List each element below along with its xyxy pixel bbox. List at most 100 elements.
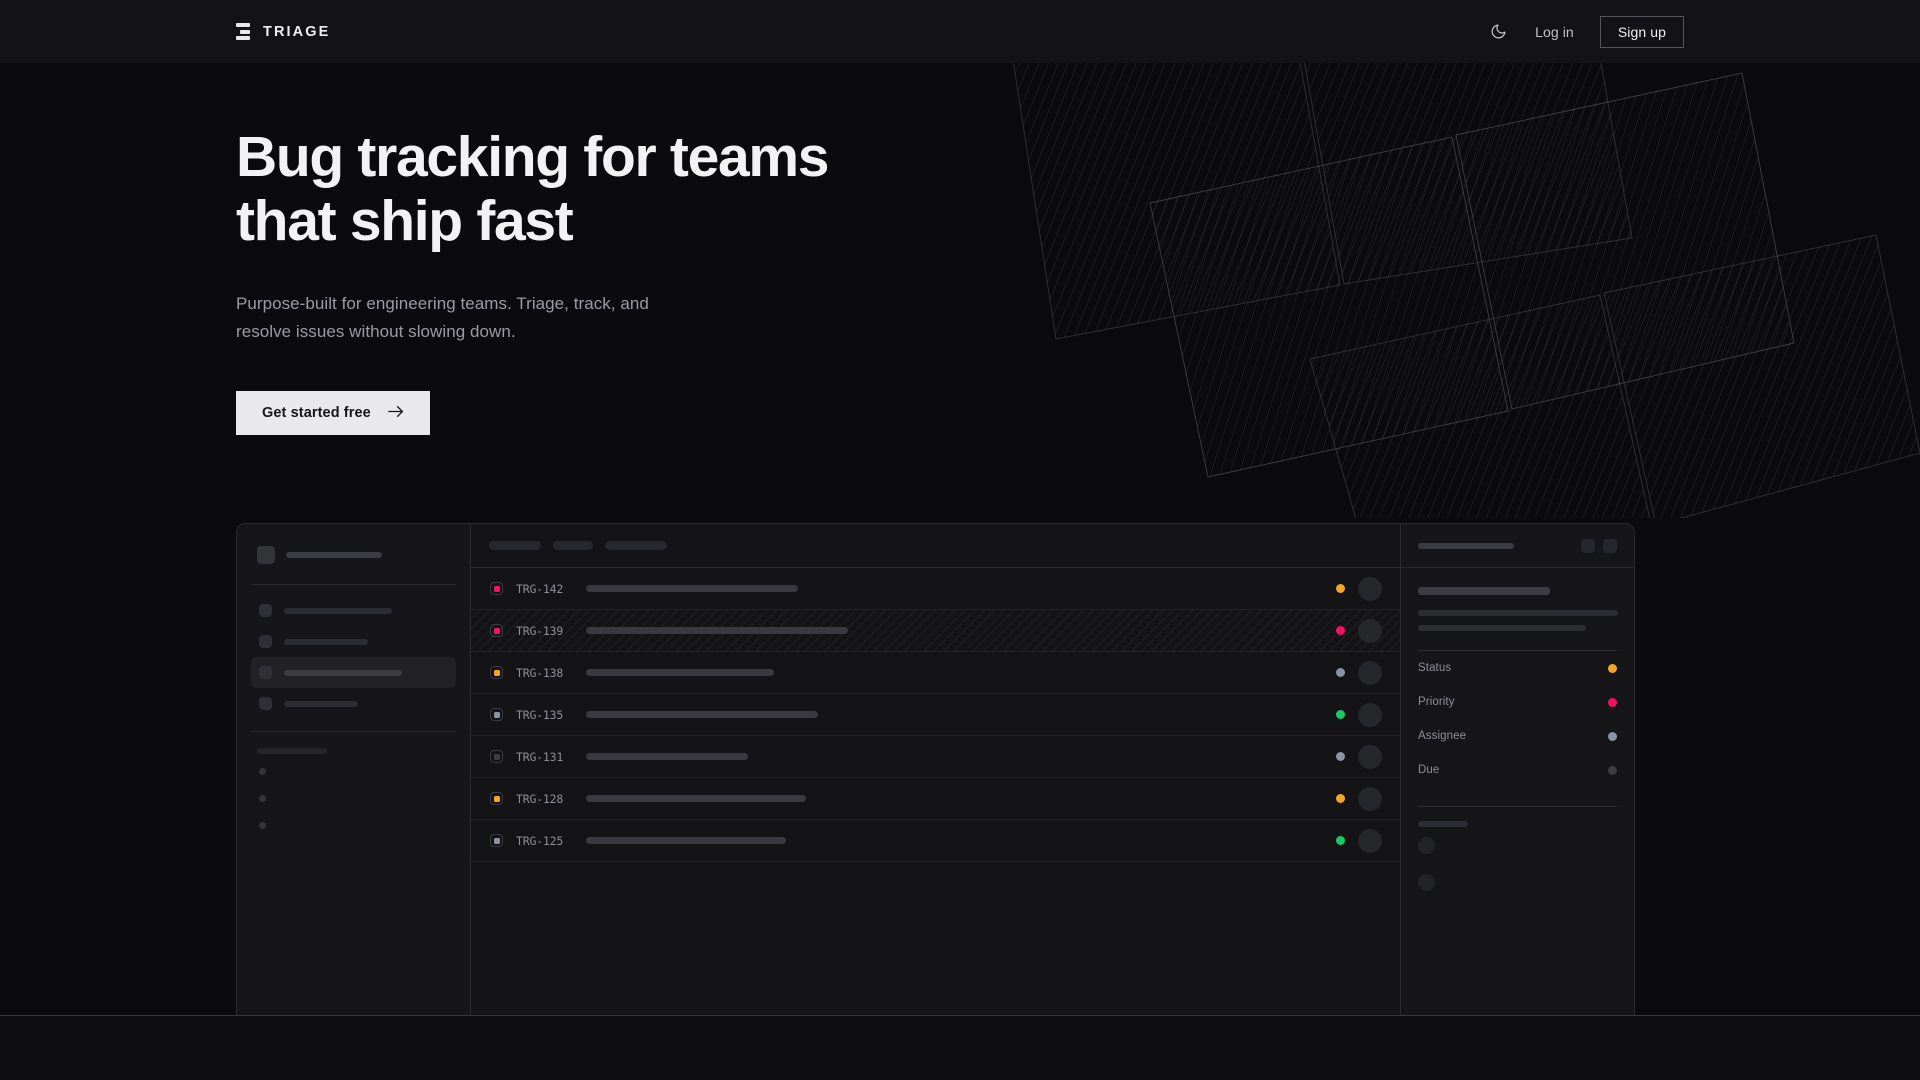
status-badge[interactable] xyxy=(1336,836,1345,845)
sidebar-item-backlog[interactable] xyxy=(251,688,456,719)
property-label: Status xyxy=(1418,662,1452,674)
detail-body-line xyxy=(1418,625,1586,631)
issue-row[interactable]: TRG-131 xyxy=(471,736,1400,778)
sidebar-item-label xyxy=(284,669,402,676)
signup-button[interactable]: Sign up xyxy=(1599,15,1684,48)
priority-indicator-icon[interactable] xyxy=(490,582,503,595)
property-label: Assignee xyxy=(1418,730,1467,742)
detail-property-due[interactable]: Due xyxy=(1418,753,1617,787)
page-title: Bug tracking for teams that ship fast xyxy=(236,125,830,254)
sidebar-item-label xyxy=(284,700,358,707)
issue-title-skeleton xyxy=(586,627,848,634)
detail-property-assignee[interactable]: Assignee xyxy=(1418,719,1617,753)
moon-icon[interactable] xyxy=(1487,21,1509,43)
issue-row[interactable]: TRG-139 xyxy=(471,610,1400,652)
sidebar-section-label xyxy=(257,748,456,754)
backlog-icon xyxy=(259,697,272,710)
issue-id: TRG-135 xyxy=(516,707,564,722)
sidebar-divider-bottom xyxy=(251,731,456,732)
activity-section-label xyxy=(1418,821,1617,827)
sidebar-subitem-project-a[interactable] xyxy=(251,758,456,785)
sidebar-item-label xyxy=(284,638,368,645)
detail-property-status[interactable]: Status xyxy=(1418,651,1617,685)
app-sidebar xyxy=(237,524,471,1015)
workspace-name-skeleton xyxy=(286,552,382,558)
avatar[interactable] xyxy=(1358,702,1382,727)
detail-breadcrumb-skeleton xyxy=(1418,542,1514,549)
avatar[interactable] xyxy=(1358,786,1382,811)
detail-action-button-2[interactable] xyxy=(1603,538,1617,553)
issue-id: TRG-142 xyxy=(516,581,564,596)
issue-row[interactable]: TRG-128 xyxy=(471,778,1400,820)
issue-row[interactable]: TRG-135 xyxy=(471,694,1400,736)
priority-indicator-icon[interactable] xyxy=(490,792,503,805)
sidebar-subitem-project-c[interactable] xyxy=(251,812,456,839)
property-label: Due xyxy=(1418,764,1440,776)
avatar[interactable] xyxy=(1358,828,1382,853)
detail-divider-activity xyxy=(1418,806,1617,807)
avatar[interactable] xyxy=(1358,618,1382,643)
hero-section: Bug tracking for teams that ship fast Pu… xyxy=(0,63,1920,518)
status-badge[interactable] xyxy=(1336,710,1345,719)
brand-logo[interactable]: TRIAGE xyxy=(236,23,330,40)
sidebar-item-label xyxy=(284,607,392,614)
status-badge[interactable] xyxy=(1336,794,1345,803)
activity-item[interactable] xyxy=(1418,827,1617,864)
avatar[interactable] xyxy=(1358,660,1382,685)
status-badge[interactable] xyxy=(1336,626,1345,635)
below-fold-band xyxy=(0,1016,1920,1080)
issue-list-toolbar xyxy=(471,524,1400,568)
sidebar-subitem-project-b[interactable] xyxy=(251,785,456,812)
detail-property-priority[interactable]: Priority xyxy=(1418,685,1617,719)
issue-row[interactable]: TRG-138 xyxy=(471,652,1400,694)
filter-pill[interactable] xyxy=(489,541,541,550)
priority-indicator-icon[interactable] xyxy=(490,750,503,763)
priority-indicator-icon[interactable] xyxy=(490,624,503,637)
sort-pill[interactable] xyxy=(553,541,593,550)
property-value-dot xyxy=(1608,731,1617,741)
activity-item[interactable] xyxy=(1418,864,1617,901)
avatar[interactable] xyxy=(1358,576,1382,601)
sidebar-divider-top xyxy=(251,584,456,585)
issue-title-skeleton xyxy=(586,585,798,592)
login-link[interactable]: Log in xyxy=(1535,23,1574,40)
issue-id: TRG-139 xyxy=(516,623,564,638)
sidebar-item-all-issues[interactable] xyxy=(251,657,456,688)
detail-action-button-1[interactable] xyxy=(1581,538,1595,553)
sidebar-nav-list xyxy=(251,595,456,719)
brand-name: TRIAGE xyxy=(263,23,331,40)
priority-indicator-icon[interactable] xyxy=(490,666,503,679)
issue-title-skeleton xyxy=(586,837,786,844)
issue-title-skeleton xyxy=(586,753,748,760)
top-navigation-bar: TRIAGE Log in Sign up xyxy=(0,0,1920,63)
status-badge[interactable] xyxy=(1336,584,1345,593)
hero-subtitle: Purpose-built for engineering teams. Tri… xyxy=(236,293,649,341)
avatar[interactable] xyxy=(1358,744,1382,769)
avatar xyxy=(1418,874,1435,891)
status-badge[interactable] xyxy=(1336,752,1345,761)
inbox-icon xyxy=(259,604,272,617)
status-badge[interactable] xyxy=(1336,668,1345,677)
issue-id: TRG-131 xyxy=(516,749,564,764)
issue-id: TRG-128 xyxy=(516,791,564,806)
priority-indicator-icon[interactable] xyxy=(490,708,503,721)
my-issues-icon xyxy=(259,635,272,648)
issue-row[interactable]: TRG-125 xyxy=(471,820,1400,862)
property-value-dot xyxy=(1608,663,1617,673)
get-started-button[interactable]: Get started free xyxy=(236,391,430,436)
stacked-bars-logo-icon xyxy=(236,23,250,40)
sidebar-item-my-issues[interactable] xyxy=(251,626,456,657)
issue-row[interactable]: TRG-142 xyxy=(471,568,1400,610)
workspace-switcher[interactable] xyxy=(251,538,456,572)
sidebar-item-inbox[interactable] xyxy=(251,595,456,626)
arrow-right-icon xyxy=(387,405,404,422)
project-dot-icon xyxy=(259,822,266,829)
group-pill[interactable] xyxy=(605,541,667,550)
project-dot-icon xyxy=(259,768,266,775)
priority-indicator-icon[interactable] xyxy=(490,834,503,847)
